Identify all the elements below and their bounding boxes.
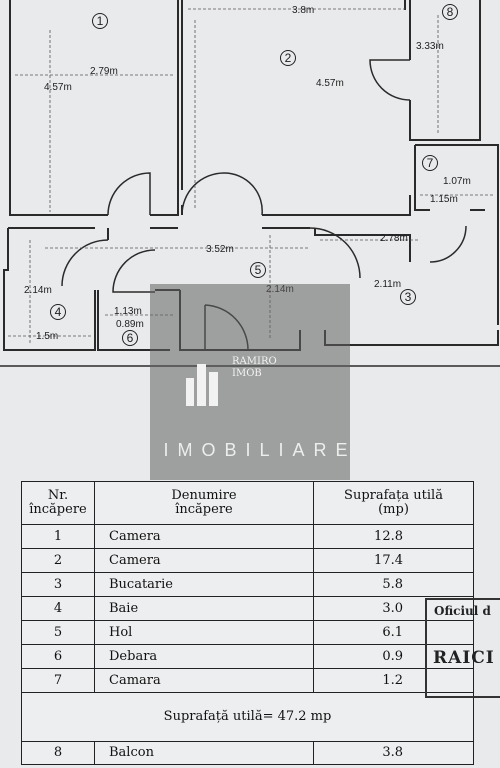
svg-text:4: 4 xyxy=(55,305,62,319)
row-area: 3.8 xyxy=(313,741,474,765)
watermark-logo-line1: RAMIRO xyxy=(232,356,277,367)
row-area: 17.4 xyxy=(313,548,474,573)
total-area: Suprafață utilă= 47.2 mp xyxy=(21,692,474,742)
official-stamp: Oficiul d RAICI xyxy=(425,598,500,698)
table-row: 4 Baie 3.0 xyxy=(21,596,474,621)
table-row: 5 Hol 6.1 xyxy=(21,620,474,645)
table-row: 6 Debara 0.9 xyxy=(21,644,474,669)
stamp-line1: Oficiul d xyxy=(434,604,491,618)
row-name: Debara xyxy=(94,644,314,669)
svg-text:8: 8 xyxy=(447,5,454,19)
room-number-7: 7 xyxy=(422,155,438,171)
room-number-1: 1 xyxy=(92,13,108,29)
balcony-row: 8 Balcon 3.8 xyxy=(21,741,474,765)
row-area: 0.9 xyxy=(313,644,474,669)
row-nr: 3 xyxy=(21,572,95,597)
dimension-label: 2.79m xyxy=(90,66,118,77)
room-number-4: 4 xyxy=(50,304,66,320)
dimension-label: 1.5m xyxy=(36,331,58,342)
dimension-label: 3.8m xyxy=(292,5,314,16)
svg-text:3: 3 xyxy=(405,290,412,304)
dimension-label: 0.89m xyxy=(116,319,144,330)
row-name: Camara xyxy=(94,668,314,693)
row-name: Hol xyxy=(94,620,314,645)
row-area: 12.8 xyxy=(313,524,474,549)
svg-text:7: 7 xyxy=(427,156,434,170)
svg-text:5: 5 xyxy=(255,263,262,277)
dimension-label: 4.57m xyxy=(44,82,72,93)
total-row: Suprafață utilă= 47.2 mp xyxy=(21,692,474,742)
row-nr: 6 xyxy=(21,644,95,669)
table-header-row: Nr. încăpere Denumire încăpere Suprafața… xyxy=(21,481,474,525)
dimension-label: 3.33m xyxy=(416,41,444,52)
dimension-label: 1.15m xyxy=(430,194,458,205)
dimension-label: 2.14m xyxy=(24,285,52,296)
header-area: Suprafața utilă (mp) xyxy=(313,481,474,525)
row-area: 6.1 xyxy=(313,620,474,645)
row-name: Camera xyxy=(94,548,314,573)
room-number-2: 2 xyxy=(280,50,296,66)
row-nr: 8 xyxy=(21,741,95,765)
watermark-bottom-text: IMOBILIARE xyxy=(163,440,357,460)
row-name: Bucatarie xyxy=(94,572,314,597)
area-table: Nr. încăpere Denumire încăpere Suprafața… xyxy=(21,481,474,765)
table-row: 2 Camera 17.4 xyxy=(21,548,474,573)
row-name: Camera xyxy=(94,524,314,549)
row-nr: 1 xyxy=(21,524,95,549)
dimension-lines xyxy=(8,8,495,345)
floor-plan: 1 2 3 4 5 6 7 8 3.8m 2.79m 4.57m 4.57m 3.33m 1.07m 1.… xyxy=(0,0,500,367)
room-number-5: 5 xyxy=(250,262,266,278)
watermark-logo-text: RAMIRO IMOB xyxy=(232,356,277,380)
row-nr: 7 xyxy=(21,668,95,693)
room-number-6: 6 xyxy=(122,330,138,346)
dimension-label: 1.07m xyxy=(443,176,471,187)
svg-text:1: 1 xyxy=(97,14,104,28)
room-numbers: 1 2 3 4 5 6 7 8 xyxy=(50,4,458,346)
header-nr: Nr. încăpere xyxy=(21,481,95,525)
dimension-label: 4.57m xyxy=(316,78,344,89)
table-row: 7 Camara 1.2 xyxy=(21,668,474,693)
svg-text:2: 2 xyxy=(285,51,292,65)
row-nr: 4 xyxy=(21,596,95,621)
room-number-3: 3 xyxy=(400,289,416,305)
dimension-label: 1.13m xyxy=(114,306,142,317)
row-nr: 2 xyxy=(21,548,95,573)
table-row: 1 Camera 12.8 xyxy=(21,524,474,549)
row-area: 5.8 xyxy=(313,572,474,597)
row-name: Balcon xyxy=(94,741,314,765)
row-name: Baie xyxy=(94,596,314,621)
stamp-line2: RAICI xyxy=(433,648,495,668)
header-name: Denumire încăpere xyxy=(94,481,314,525)
dimension-label: 2.78m xyxy=(380,233,408,244)
watermark-panel xyxy=(150,284,350,480)
building-logo-icon xyxy=(186,364,218,406)
svg-text:6: 6 xyxy=(127,331,134,345)
dimension-label: 3.52m xyxy=(206,244,234,255)
row-nr: 5 xyxy=(21,620,95,645)
table-row: 3 Bucatarie 5.8 xyxy=(21,572,474,597)
dimension-labels: 3.8m 2.79m 4.57m 4.57m 3.33m 1.07m 1.15m 3.52m 2… xyxy=(24,5,471,342)
dimension-label: 2.11m xyxy=(374,279,401,290)
watermark-logo-line2: IMOB xyxy=(232,368,262,379)
room-number-8: 8 xyxy=(442,4,458,20)
